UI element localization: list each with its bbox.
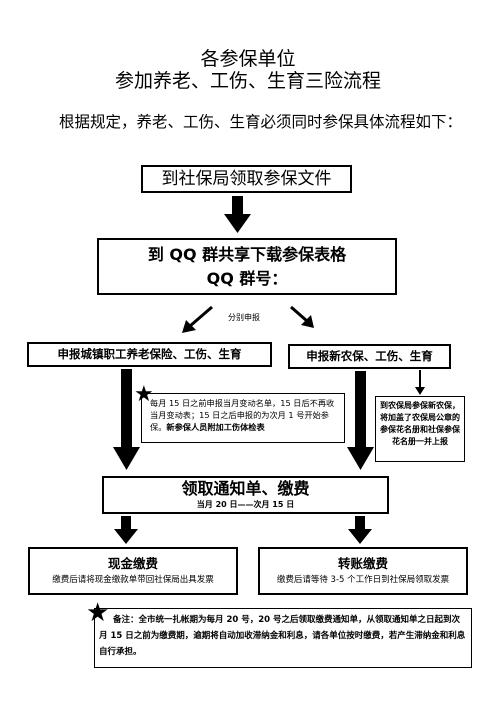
page-title-line2: 参加养老、工伤、生育三险流程 xyxy=(114,70,381,92)
middle-note-bold: 新参保人员附加工伤体检表 xyxy=(166,422,265,432)
down-arrow-icon xyxy=(224,196,251,233)
down-arrow-icon xyxy=(114,516,138,544)
down-arrow-icon xyxy=(347,371,374,470)
intro-paragraph: 根据规定，养老、工伤、生育必须同时参保具体流程如下： xyxy=(26,111,476,133)
left-branch-label: 申报城镇职工养老保险、工伤、生育 xyxy=(57,347,242,361)
cash-title: 现金缴费 xyxy=(107,556,158,571)
collect-notice-box: 领取通知单、缴费 当月 20 日——次月 15 日 xyxy=(102,476,389,514)
right-note-box: 到农保局参保新农保，将加盖了农保局公章的参保花名册和社保参保花名册一并上报 xyxy=(375,396,465,462)
middle-note-text: 每月 15 日之前申报当月变动名单，15 日后不再收当月变动表；15 日之后申报… xyxy=(150,398,335,432)
down-arrow-icon xyxy=(415,370,425,395)
cash-desc: 缴费后请将现金缴款单带回社保局出具发票 xyxy=(52,575,214,585)
cash-payment-box: 现金缴费 缴费后请将现金缴款单带回社保局出具发票 xyxy=(28,547,238,595)
collect-period: 当月 20 日——次月 15 日 xyxy=(196,500,295,509)
footnote-label: 备注： xyxy=(113,615,139,625)
page-title-line1: 各参保单位 xyxy=(200,48,296,70)
footnote-box: 备注：全市统一扎帐期为每月 20 号，20 号之后领取缴费通知单，从领取通知单之… xyxy=(94,608,472,668)
right-branch-box: 申报新农保、工伤、生育 xyxy=(288,344,451,369)
transfer-title: 转账缴费 xyxy=(337,556,388,571)
down-arrow-icon xyxy=(348,516,372,544)
transfer-desc: 缴费后请等待 3-5 个工作日到社保局领取发票 xyxy=(276,575,450,585)
middle-note-box: 每月 15 日之前申报当月变动名单，15 日后不再收当月变动表；15 日之后申报… xyxy=(141,393,345,443)
step-box-download-forms: 到 QQ 群共享下载参保表格 QQ 群号： xyxy=(97,238,397,295)
step2-line1: 到 QQ 群共享下载参保表格 xyxy=(147,245,347,264)
star-icon: ★ xyxy=(134,382,154,407)
footnote-text: 全市统一扎帐期为每月 20 号，20 号之后领取缴费通知单，从领取通知单之日起到… xyxy=(99,615,466,657)
branch-label: 分别申报 xyxy=(228,313,260,322)
intro-text: 根据规定，养老、工伤、生育必须同时参保具体流程如下： xyxy=(59,113,463,131)
step2-line2: QQ 群号： xyxy=(206,269,288,288)
step-box-get-documents: 到社保局领取参保文件 xyxy=(141,165,352,193)
diagonal-arrow-icon xyxy=(182,305,213,333)
left-branch-box: 申报城镇职工养老保险、工伤、生育 xyxy=(27,342,272,367)
star-icon: ★ xyxy=(86,598,110,628)
right-note-text: 到农保局参保新农保，将加盖了农保局公章的参保花名册和社保参保花名册一并上报 xyxy=(380,401,460,446)
right-branch-label: 申报新农保、工伤、生育 xyxy=(306,349,433,363)
transfer-payment-box: 转账缴费 缴费后请等待 3-5 个工作日到社保局领取发票 xyxy=(258,547,468,595)
collect-title: 领取通知单、缴费 xyxy=(181,479,310,498)
step1-label: 到社保局领取参保文件 xyxy=(161,169,332,189)
diagonal-arrow-icon xyxy=(290,305,314,328)
